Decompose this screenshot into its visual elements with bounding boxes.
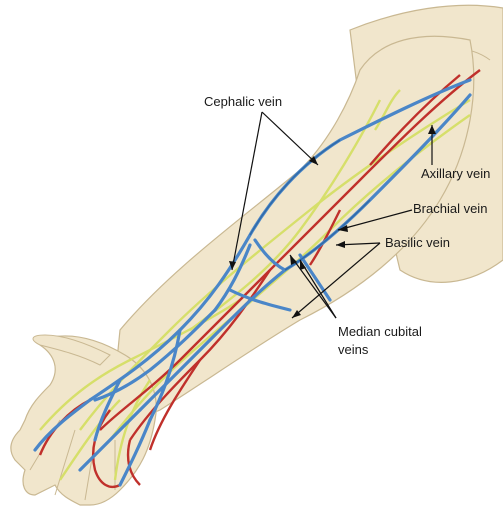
label-brachial-vein: Brachial vein bbox=[413, 201, 487, 216]
arm-skin bbox=[115, 36, 474, 412]
label-cephalic-vein: Cephalic vein bbox=[204, 94, 282, 109]
cephalic-leader-2 bbox=[262, 112, 318, 165]
label-axillary-vein: Axillary vein bbox=[421, 166, 490, 181]
label-basilic-vein: Basilic vein bbox=[385, 235, 450, 250]
label-median-cubital-line2: veins bbox=[338, 342, 368, 357]
label-median-cubital-line1: Median cubital bbox=[338, 324, 422, 339]
